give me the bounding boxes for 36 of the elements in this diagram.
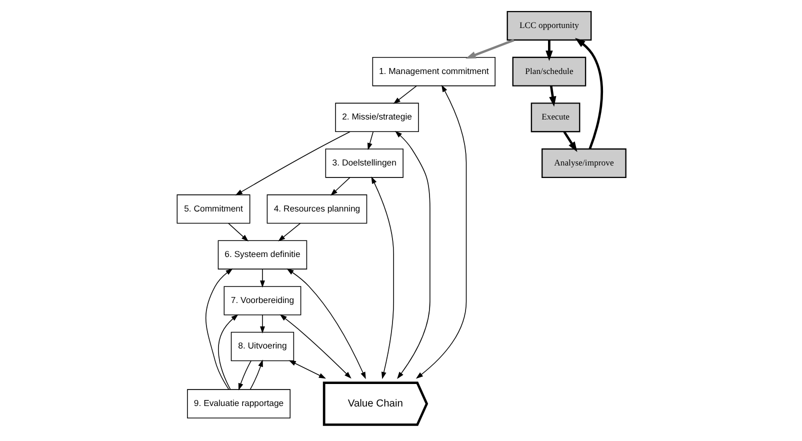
arrow	[259, 268, 264, 288]
node-box: 2. Missie/strategie	[334, 102, 418, 132]
node-box: Execute	[530, 102, 580, 132]
arrow	[330, 177, 350, 196]
arrow	[228, 222, 248, 242]
arrow	[545, 40, 552, 61]
node-box: LCC opportunity	[506, 10, 592, 41]
arrow	[465, 38, 514, 59]
arrow	[279, 314, 351, 379]
node-box: 5. Commitment	[176, 194, 250, 224]
arrow	[218, 314, 238, 390]
arrow	[574, 38, 603, 150]
arrow	[234, 131, 350, 196]
arrow	[238, 360, 251, 390]
arrow	[259, 314, 264, 334]
arrow	[204, 268, 232, 390]
node-box: 6. Systeem definitie	[217, 240, 307, 270]
arrow	[370, 176, 394, 380]
node-box: 4. Resources planning	[266, 194, 367, 224]
arrow	[286, 268, 366, 380]
arrow	[562, 131, 577, 152]
arrow	[394, 130, 430, 379]
arrow	[249, 360, 262, 390]
arrow	[415, 84, 466, 379]
node-box: 3. Doelstellingen	[324, 148, 403, 178]
node-box: 1. Management commitment	[372, 56, 495, 86]
node-box: 8. Uitvoering	[230, 332, 294, 362]
arrow	[288, 360, 326, 379]
node-box: Plan/schedule	[512, 56, 586, 86]
arrow	[278, 222, 300, 242]
node-box: 7. Voorbereiding	[223, 286, 301, 316]
arrow	[548, 86, 556, 107]
node-box: 9. Evaluatie rapportage	[186, 389, 290, 418]
node-box: Analyse/improve	[541, 148, 626, 178]
arrow	[366, 131, 374, 150]
arrow	[392, 86, 416, 104]
